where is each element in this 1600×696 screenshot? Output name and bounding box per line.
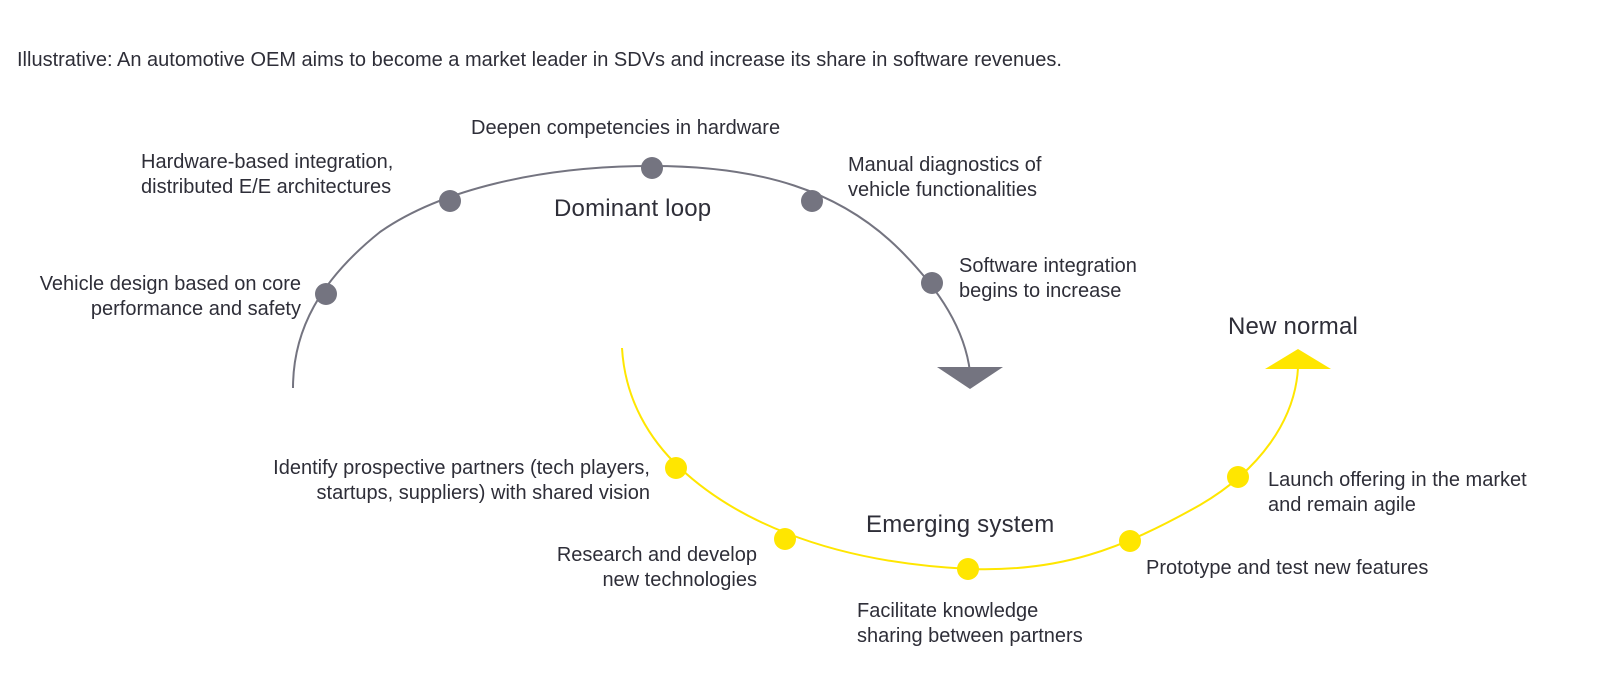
dominant-step-label-2: Hardware-based integration, distributed … <box>141 151 394 198</box>
diagram-caption: Illustrative: An automotive OEM aims to … <box>17 49 1062 71</box>
arrow-down-triangle-icon <box>937 367 1003 389</box>
emerging-step-dot-5 <box>1227 466 1249 488</box>
new-normal-title: New normal <box>1228 313 1359 340</box>
emerging-step-dot-1 <box>665 457 687 479</box>
emerging-system-title: Emerging system <box>866 511 1055 538</box>
dominant-step-dot-2 <box>439 190 461 212</box>
emerging-step-label-1: Identify prospective partners (tech play… <box>273 457 650 504</box>
dominant-step-dot-5 <box>921 272 943 294</box>
arrow-up-triangle-icon <box>1265 349 1331 369</box>
dominant-step-dot-4 <box>801 190 823 212</box>
emerging-step-label-5: Launch offering in the market and remain… <box>1268 469 1527 516</box>
dominant-step-label-1: Vehicle design based on core performance… <box>39 273 301 320</box>
dominant-step-label-4: Manual diagnostics of vehicle functional… <box>848 154 1042 201</box>
dominant-step-label-5: Software integration begins to increase <box>959 255 1137 302</box>
dominant-loop-title: Dominant loop <box>554 195 712 222</box>
emerging-step-label-2: Research and develop new technologies <box>556 544 757 591</box>
emerging-step-dot-3 <box>957 558 979 580</box>
emerging-step-dot-2 <box>774 528 796 550</box>
dominant-step-dot-3 <box>641 157 663 179</box>
emerging-step-label-3: Facilitate knowledge sharing between par… <box>857 600 1083 647</box>
dominant-step-label-3: Deepen competencies in hardware <box>471 117 781 139</box>
dominant-step-dot-1 <box>315 283 337 305</box>
emerging-step-dot-4 <box>1119 530 1141 552</box>
emerging-step-label-4: Prototype and test new features <box>1146 557 1429 579</box>
